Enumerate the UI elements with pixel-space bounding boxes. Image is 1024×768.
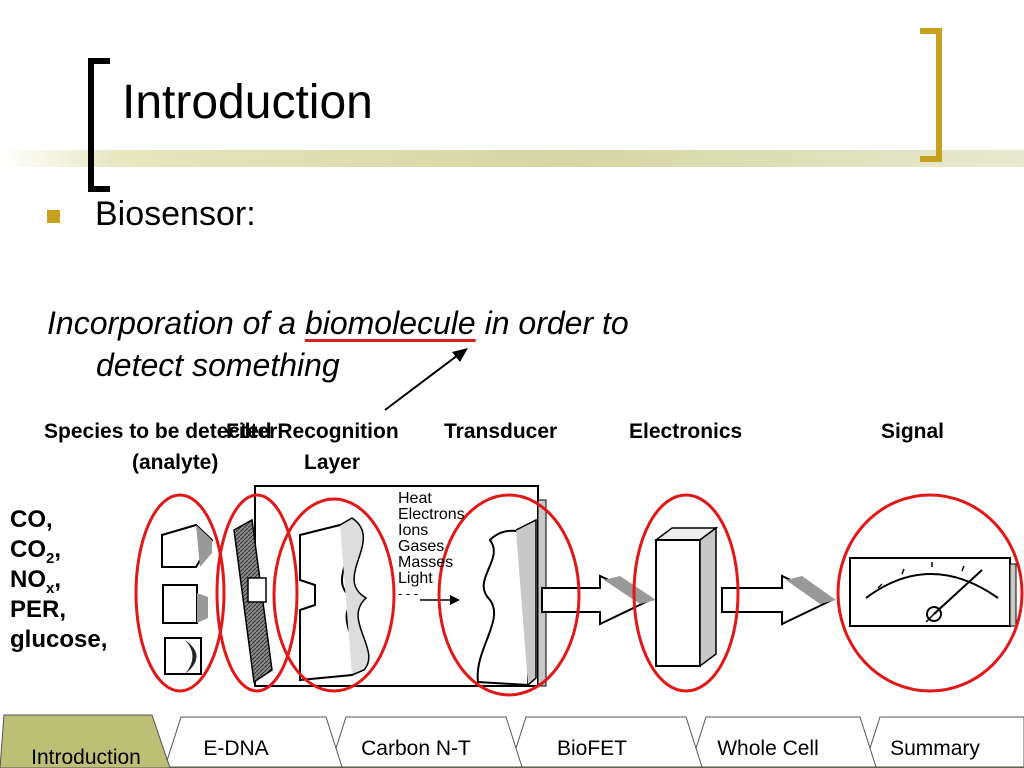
transducer-item: Light [398, 570, 433, 587]
section-tab-bar: Summary Whole Cell BioFET Carbon N-T E-D… [0, 714, 1024, 768]
definition-after: in order to [475, 305, 629, 341]
highlight-circle-signal [836, 493, 1024, 693]
block-arrow-1 [541, 574, 656, 626]
highlight-circle-recognition [272, 497, 396, 693]
tab-summary[interactable]: Summary [863, 716, 1024, 768]
signal-meter-gauge [849, 557, 1017, 627]
svg-text:- - -: - - - [398, 586, 418, 601]
highlight-circle-analyte [134, 493, 226, 693]
recognition-word: Recognition [277, 420, 399, 443]
definition-line-2: detect something [96, 347, 340, 383]
right-bracket-decoration [920, 28, 942, 162]
transducer-item: Electrons [398, 506, 465, 523]
highlight-circle-filter [215, 493, 299, 693]
filter-label: Filter [226, 420, 278, 443]
highlight-circle-transducer [437, 493, 581, 697]
transducer-item: Ions [398, 522, 428, 539]
bullet-text: Biosensor: [95, 195, 256, 233]
analyte-shape-pentagon [161, 523, 214, 568]
analyte-nox: NOx, [10, 566, 62, 597]
left-bracket-decoration [88, 58, 110, 192]
tab-carbon-nt-label: Carbon N-T [361, 737, 471, 760]
recognition-layer-shape [299, 517, 370, 682]
recognition-label: FilterRecognition [226, 417, 399, 447]
transducer-items: Heat Electrons Ions Gases Masses Light [398, 490, 465, 587]
transducer-shape [476, 518, 537, 687]
inner-signal-arrow: - - - [398, 586, 460, 605]
definition-line-1: Incorporation of a biomolecule in order … [47, 304, 629, 342]
tab-e-dna-label: E-DNA [203, 737, 268, 760]
transducer-label: Transducer [444, 420, 558, 443]
block-arrow-2 [721, 574, 836, 626]
transducer-item: Gases [398, 538, 444, 555]
layer-label: Layer [304, 451, 361, 474]
analyte-co2: CO2, [10, 536, 62, 567]
electronics-label: Electronics [629, 420, 743, 443]
species-label: Species to be detected [44, 420, 272, 443]
transducer-item: Masses [398, 554, 453, 571]
tab-whole-cell-label: Whole Cell [717, 737, 819, 760]
pointer-arrow [384, 348, 468, 411]
analyte-list: CO, CO2, NOx, PER, glucose, [10, 505, 107, 655]
transducer-item: Heat [398, 490, 432, 507]
filter-membrane [233, 518, 273, 684]
biosensor-diagram: - - - [134, 348, 1024, 697]
tab-introduction[interactable]: Introduction [0, 714, 171, 768]
analyte-shape-crescent [164, 637, 202, 675]
analyte-per: PER, [10, 596, 67, 623]
electronics-box-shape [653, 526, 719, 668]
tab-whole-cell[interactable]: Whole Cell [689, 716, 877, 768]
analyte-label: (analyte) [132, 451, 219, 474]
bullet-square-icon [47, 210, 60, 223]
tab-e-dna[interactable]: E-DNA [164, 716, 343, 768]
page-title: Introduction [122, 76, 373, 129]
analyte-co: CO, [10, 506, 53, 533]
highlight-circles [134, 493, 1024, 697]
analyte-shape-notch [162, 584, 208, 624]
definition-before: Incorporation of a [47, 305, 305, 341]
tab-summary-label: Summary [890, 737, 980, 760]
tab-carbon-nt[interactable]: Carbon N-T [329, 716, 523, 768]
tab-biofet-label: BioFET [557, 737, 627, 760]
tab-biofet[interactable]: BioFET [509, 716, 703, 768]
title-band [0, 150, 1024, 167]
analyte-glucose: glucose, [10, 626, 108, 653]
highlight-circle-electronics [632, 493, 740, 693]
tab-introduction-label: Introduction [31, 746, 141, 768]
signal-label: Signal [881, 420, 945, 443]
definition-highlight: biomolecule [304, 305, 476, 341]
